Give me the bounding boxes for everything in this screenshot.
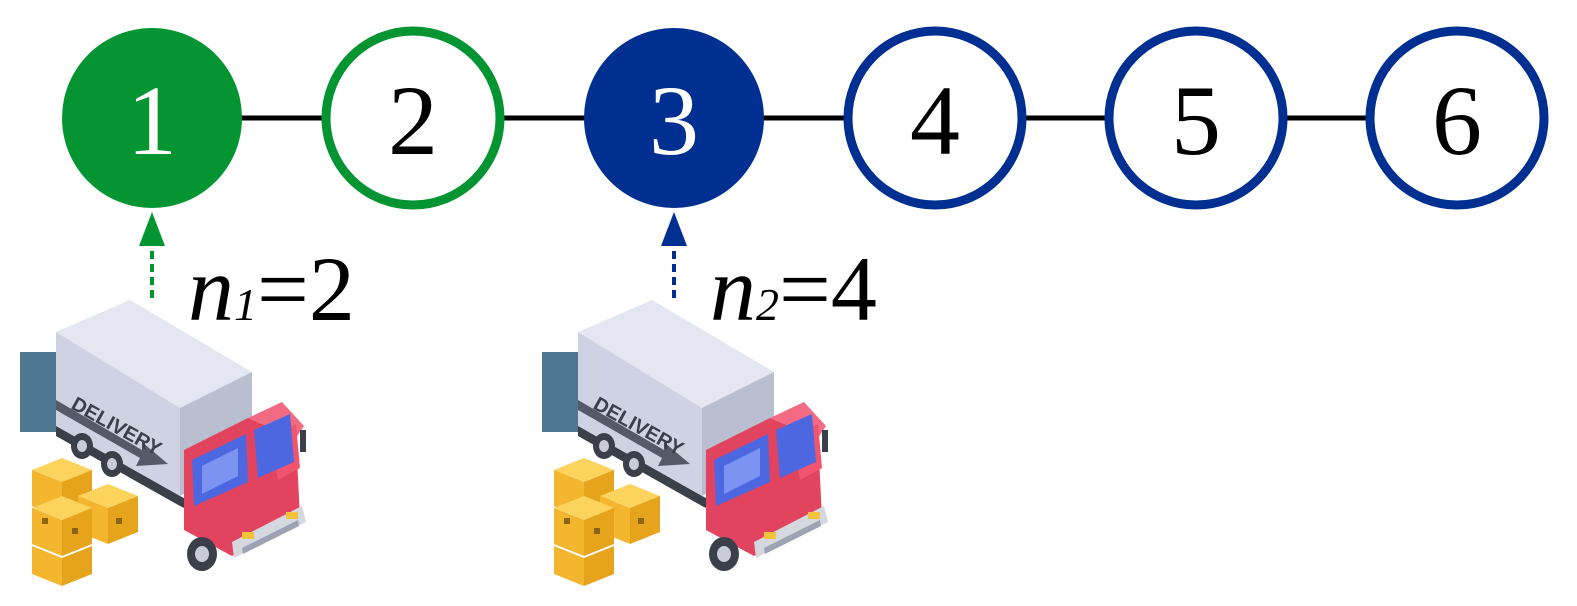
vehicle-equation: n2=4 — [710, 238, 877, 340]
node-label: 2 — [388, 65, 438, 176]
arrow-head-icon — [661, 212, 687, 246]
node-label: 3 — [649, 65, 699, 176]
vehicle-equation: n1=2 — [188, 238, 355, 340]
node-circle — [321, 26, 505, 210]
node-label: 1 — [127, 65, 177, 176]
node-circle — [584, 28, 764, 208]
node-3: 3 — [584, 28, 764, 208]
node-5: 5 — [1104, 26, 1288, 210]
node-circle — [62, 28, 242, 208]
node-label: 6 — [1432, 65, 1482, 176]
node-circle — [843, 26, 1027, 210]
node-1: 1 — [62, 28, 242, 208]
equation-variable: n — [710, 238, 756, 340]
equation-value: =2 — [257, 238, 355, 340]
equation-value: =4 — [779, 238, 877, 340]
node-circle — [1365, 26, 1549, 210]
node-label: 5 — [1171, 65, 1221, 176]
equation-subscript: 1 — [234, 279, 257, 330]
node-4: 4 — [843, 26, 1027, 210]
node-6: 6 — [1365, 26, 1549, 210]
equation-variable: n — [188, 238, 234, 340]
node-2: 2 — [321, 26, 505, 210]
equation-subscript: 2 — [756, 279, 779, 330]
node-circle — [1104, 26, 1288, 210]
node-label: 4 — [910, 65, 960, 176]
arrow-head-icon — [139, 212, 165, 246]
